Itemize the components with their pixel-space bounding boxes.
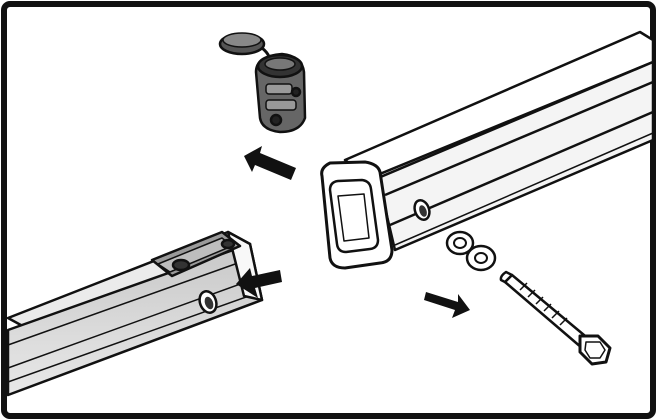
remove-clip-arrow bbox=[244, 146, 296, 180]
hitch-insert-bar bbox=[6, 230, 264, 397]
hitch-pin-bolt bbox=[499, 270, 612, 366]
insert-bar-arrow bbox=[236, 268, 282, 298]
anti-rattle-clip-with-cap bbox=[218, 32, 307, 134]
remove-bolt-arrow bbox=[424, 292, 470, 318]
plate-rivet-right bbox=[220, 238, 236, 250]
plate-rivet-left bbox=[171, 258, 191, 272]
washers bbox=[445, 230, 497, 272]
receiver-tube bbox=[320, 30, 655, 270]
